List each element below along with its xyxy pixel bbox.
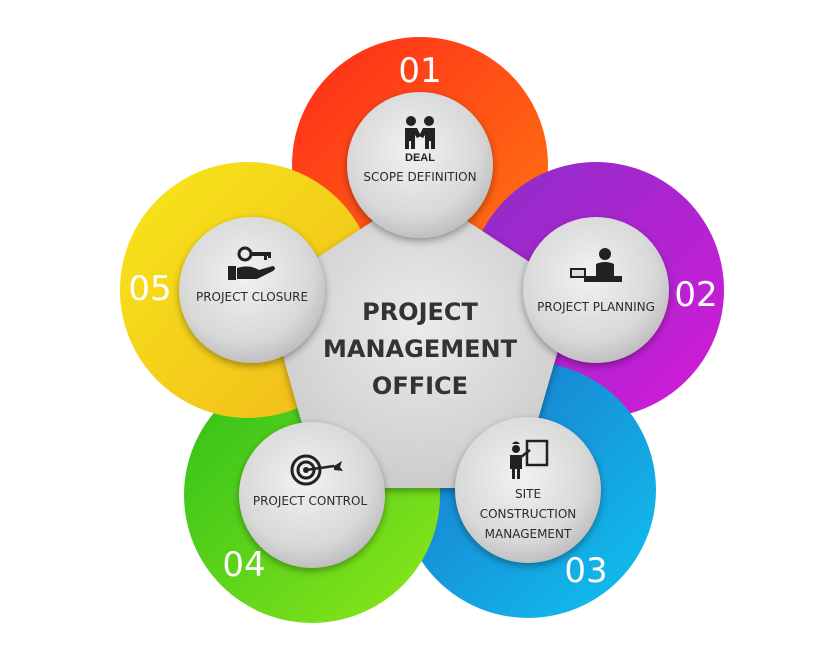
center-title-line2: MANAGEMENT [323, 335, 518, 363]
stage-label-03-line2: CONSTRUCTION [480, 507, 577, 521]
stage-label-02: PROJECT PLANNING [537, 300, 655, 314]
desk-worker-icon [570, 248, 622, 282]
center-title-line3: OFFICE [372, 372, 468, 400]
engineer-board-icon [510, 439, 549, 479]
stage-label-01: SCOPE DEFINITION [363, 170, 476, 184]
stage-label-05: PROJECT CLOSURE [196, 290, 308, 304]
key-hand-icon [228, 246, 275, 280]
node-02-circle [523, 217, 669, 363]
node-04-circle [239, 422, 385, 568]
node-03-circle [455, 417, 601, 563]
stage-number-01: 01 [398, 51, 441, 91]
stage-label-04: PROJECT CONTROL [253, 494, 368, 508]
deal-handshake-icon: DEAL [405, 116, 435, 164]
node-05-circle [179, 217, 325, 363]
stage-number-02: 02 [674, 275, 717, 315]
stage-label-03-line3: MANAGEMENT [485, 527, 572, 541]
stage-number-03: 03 [564, 551, 607, 591]
node-01-circle [347, 92, 493, 238]
center-title-line1: PROJECT [362, 298, 478, 326]
deal-icon-text: DEAL [405, 152, 435, 164]
target-icon [290, 454, 343, 486]
stage-number-04: 04 [222, 545, 265, 585]
stage-number-05: 05 [128, 269, 171, 309]
stage-label-03-line1: SITE [515, 487, 541, 501]
center-pentagon [265, 190, 575, 488]
